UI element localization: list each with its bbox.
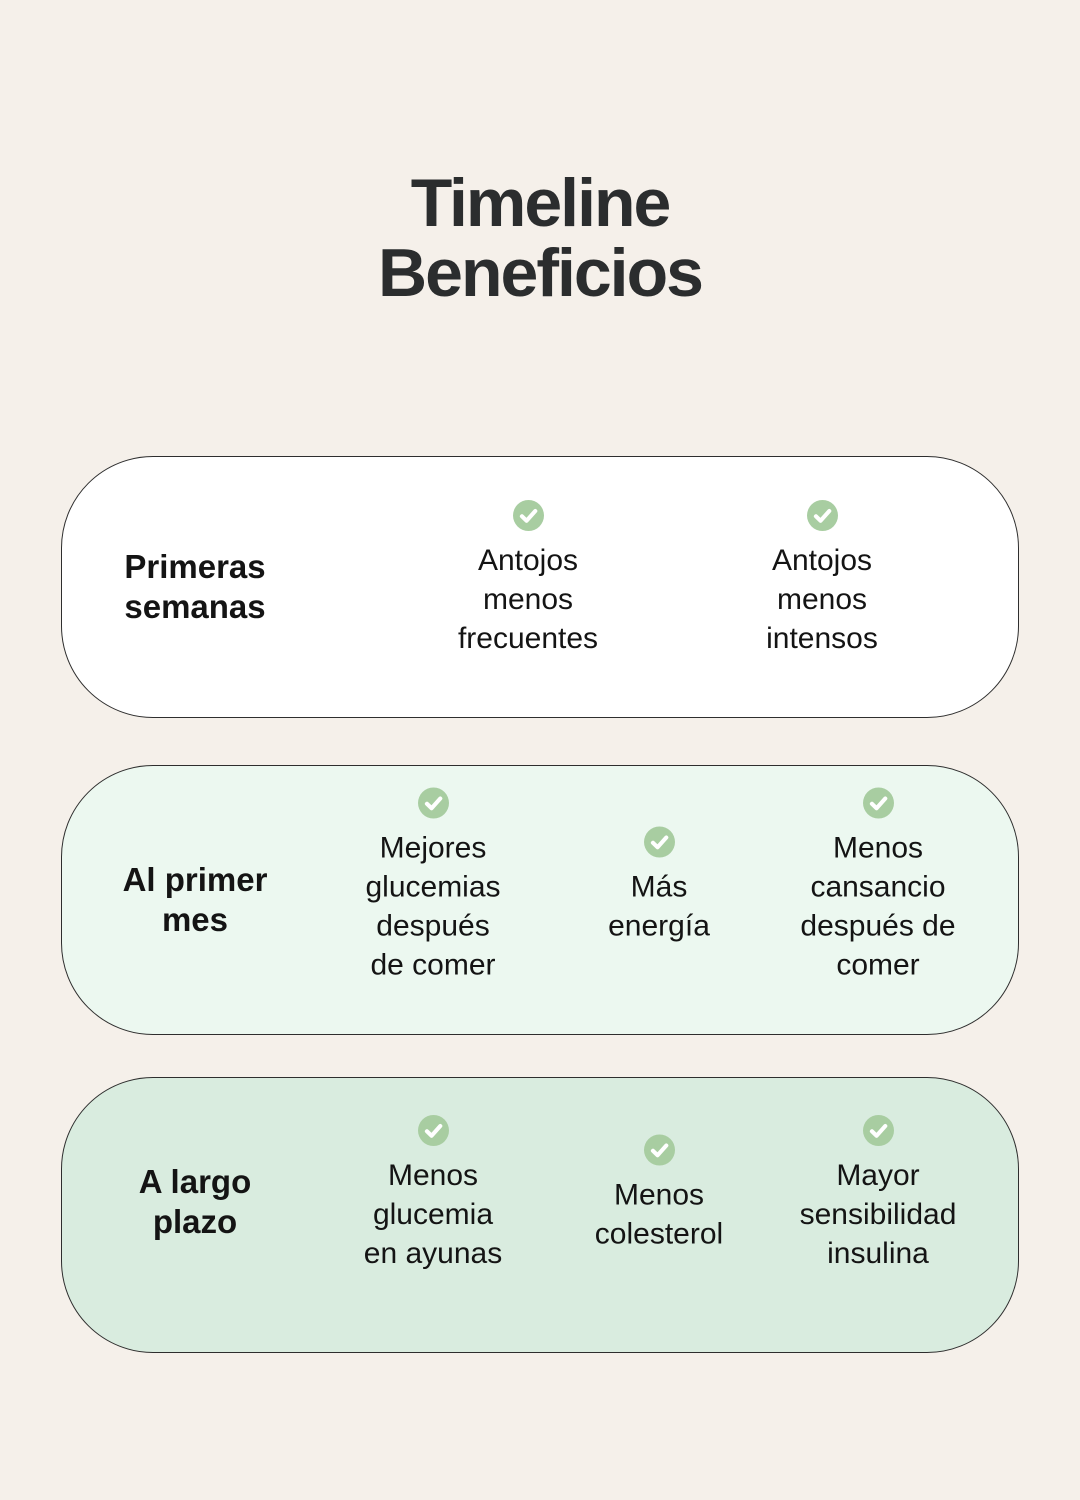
benefit-text: Menos cansancio después de comer [800,831,956,982]
row-label: A largo plazo [138,1163,252,1240]
benefit-item: Más energía [539,826,779,946]
benefit-item: Mejores glucemias después de comer [313,787,553,985]
benefit-text: Menos glucemia en ayunas [363,1159,503,1270]
check-circle-icon [806,500,838,531]
row-label: Al primer mes [122,861,268,938]
benefit-item: Antojos menos frecuentes [408,500,648,658]
timeline-card-primeras-semanas: Primeras semanas Antojos menos frecuente… [61,456,1019,718]
check-circle-icon [643,1134,675,1166]
check-circle-icon [643,826,675,858]
check-circle-icon [512,500,544,531]
benefit-text: Antojos menos frecuentes [457,544,599,655]
check-circle-icon [417,787,449,819]
timeline-card-al-primer-mes: Al primer mes Mejores glucemias después … [61,765,1019,1035]
benefit-item: Menos cansancio después de comer [758,787,998,985]
benefit-item: Menos colesterol [539,1134,779,1254]
check-circle-icon [862,1115,894,1146]
page-title: Timeline Beneficios [378,165,704,311]
benefit-item: Antojos menos intensos [702,500,942,658]
check-circle-icon [417,1115,449,1146]
check-circle-icon [862,787,894,819]
benefit-item: Menos glucemia en ayunas [313,1115,553,1273]
benefit-text: Menos colesterol [594,1178,724,1251]
benefit-text: Mayor sensibilidad insulina [799,1159,957,1270]
benefit-text: Más energía [608,870,710,943]
benefit-text: Antojos menos intensos [766,544,878,655]
benefit-text: Mejores glucemias después de comer [365,831,501,982]
row-label: Primeras semanas [124,548,266,625]
benefit-item: Mayor sensibilidad insulina [758,1115,998,1273]
timeline-card-a-largo-plazo: A largo plazo Menos glucemia en ayunas M… [61,1077,1019,1353]
